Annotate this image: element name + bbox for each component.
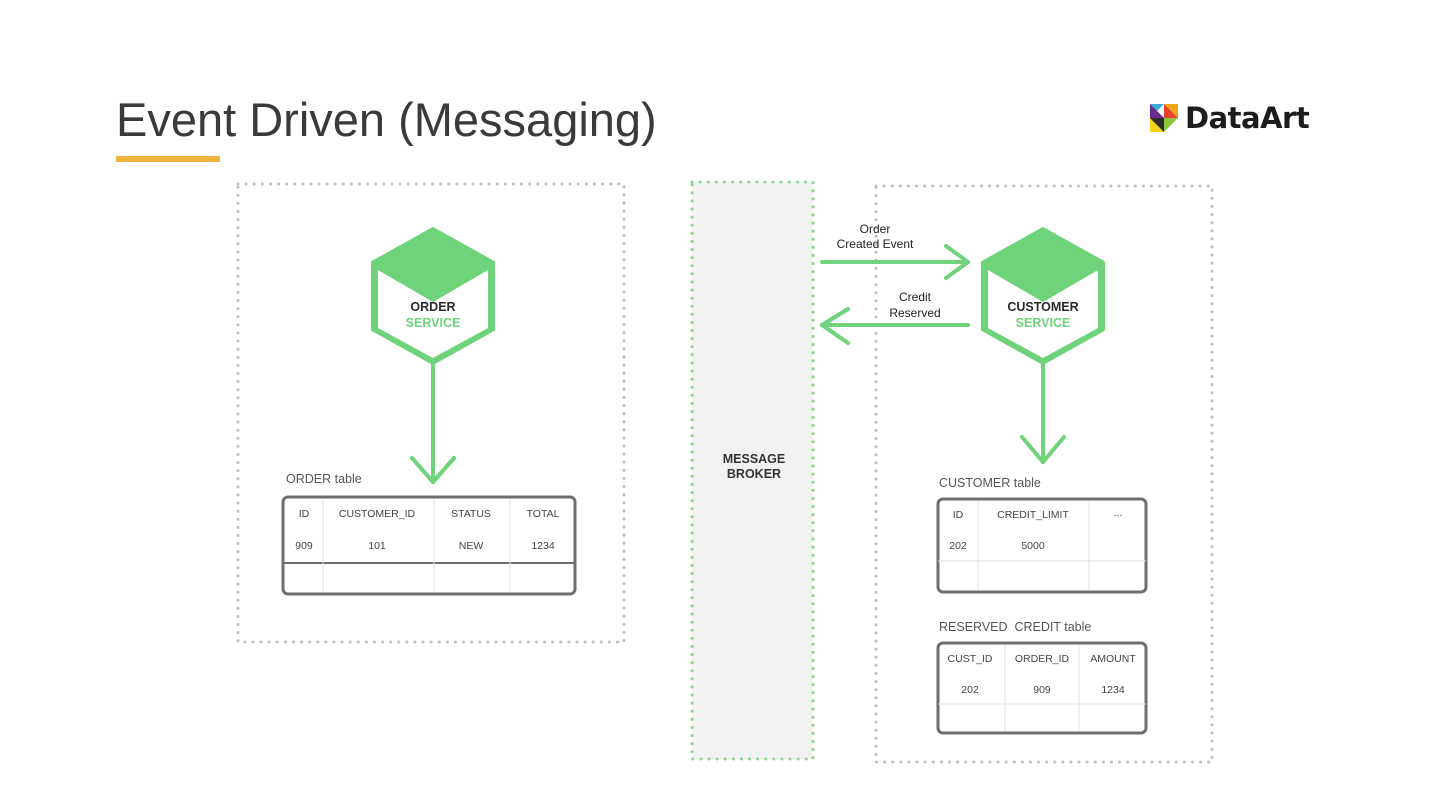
dataart-logo: DataArt xyxy=(1150,101,1310,135)
reserved-col-order-id: ORDER_ID xyxy=(1015,653,1070,665)
customer-col-credit-limit: CREDIT_LIMIT xyxy=(997,509,1069,521)
reserved-col-amount: AMOUNT xyxy=(1090,653,1136,665)
order-col-total: TOTAL xyxy=(527,508,560,520)
order-to-table-arrow xyxy=(410,362,456,484)
order-service-name: ORDER xyxy=(410,300,455,314)
credit-reserved-line2: Reserved xyxy=(889,306,940,320)
order-created-event-line1: Order xyxy=(860,222,891,236)
order-cell: 909 xyxy=(295,540,313,552)
order-col-status: STATUS xyxy=(451,508,491,520)
customer-col-more: ... xyxy=(1114,507,1123,519)
order-col-customer-id: CUSTOMER_ID xyxy=(339,508,416,520)
credit-reserved-arrow xyxy=(820,307,970,345)
customer-col-id: ID xyxy=(953,509,964,521)
order-table-title: ORDER table xyxy=(286,472,362,486)
credit-reserved-line1: Credit xyxy=(899,290,932,304)
reserved-credit-table: CUST_ID ORDER_ID AMOUNT 202 909 1234 xyxy=(936,641,1148,735)
order-created-event-arrow xyxy=(820,244,970,280)
broker-label-line2: BROKER xyxy=(727,467,781,481)
customer-service-boundary xyxy=(874,184,1214,764)
reserved-cell: 202 xyxy=(961,684,979,696)
order-service-hexagon: ORDER SERVICE xyxy=(371,227,495,365)
customer-cell: 202 xyxy=(949,540,967,552)
broker-label-line1: MESSAGE xyxy=(723,452,786,466)
order-service-suffix: SERVICE xyxy=(406,316,461,330)
reserved-credit-table-title: RESERVED CREDIT table xyxy=(939,620,1091,634)
reserved-cell: 1234 xyxy=(1101,684,1125,696)
order-table: ID CUSTOMER_ID STATUS TOTAL 909 101 NEW … xyxy=(281,495,577,596)
customer-table-title: CUSTOMER table xyxy=(939,476,1041,490)
reserved-cell: 909 xyxy=(1033,684,1051,696)
message-broker xyxy=(690,180,815,761)
customer-service-name: CUSTOMER xyxy=(1007,300,1078,314)
reserved-col-cust-id: CUST_ID xyxy=(948,653,993,665)
order-created-event-line2: Created Event xyxy=(837,237,914,251)
customer-table: ID CREDIT_LIMIT ... 202 5000 xyxy=(936,497,1148,594)
order-cell: NEW xyxy=(459,540,484,552)
order-cell: 1234 xyxy=(531,540,555,552)
customer-cell: 5000 xyxy=(1021,540,1045,552)
order-col-id: ID xyxy=(299,508,310,520)
customer-service-suffix: SERVICE xyxy=(1016,316,1071,330)
logo-text: DataArt xyxy=(1185,101,1310,135)
customer-service-hexagon: CUSTOMER SERVICE xyxy=(981,227,1105,365)
order-cell: 101 xyxy=(368,540,386,552)
slide-title: Event Driven (Messaging) xyxy=(116,93,657,146)
title-underline xyxy=(116,156,220,162)
dataart-logo-icon xyxy=(1150,104,1178,132)
order-service-boundary xyxy=(236,182,626,644)
customer-to-table-arrow xyxy=(1020,362,1066,464)
